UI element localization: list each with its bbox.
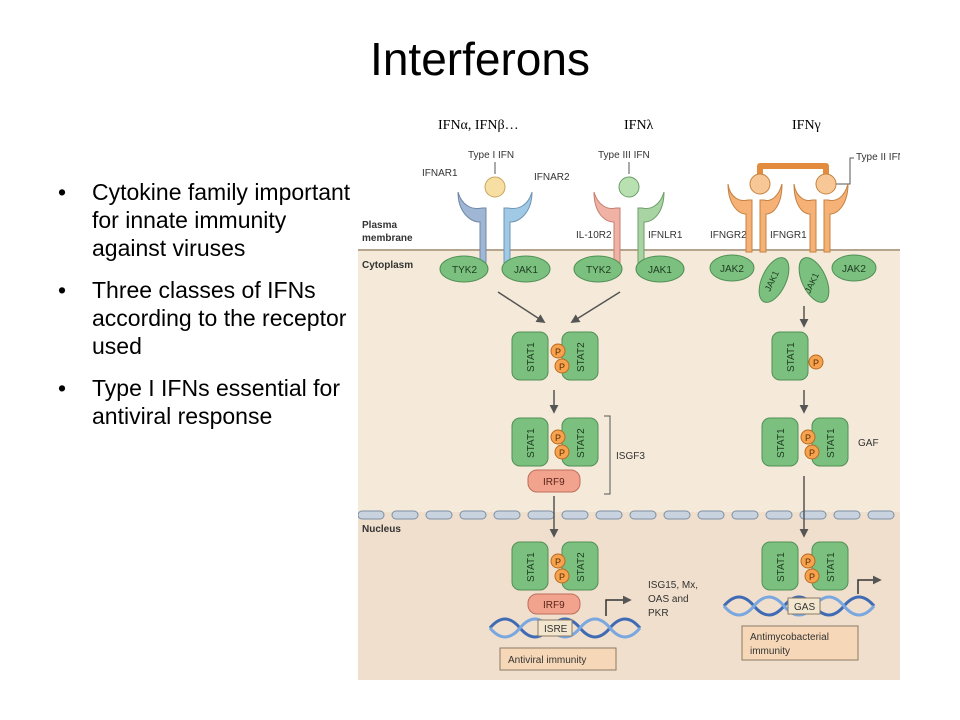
il10r2-label: IL-10R2	[576, 230, 612, 241]
target-genes-line-1: ISG15, Mx,	[648, 580, 698, 591]
type1-ifn-ligand	[484, 176, 506, 198]
antiviral-immunity-box	[499, 647, 617, 671]
target-genes-line-2: OAS and	[648, 594, 689, 605]
phospho-label: P	[559, 362, 565, 372]
nuclear-gaf	[761, 541, 849, 591]
phospho-label: P	[813, 358, 819, 368]
type2-ifn-label: Type II IFN	[856, 152, 900, 163]
phospho-label: P	[559, 572, 565, 582]
tyk2-kinase-type1	[439, 255, 489, 283]
phospho-label: P	[559, 448, 565, 458]
stat1-label: STAT1	[786, 342, 797, 372]
ifnar-receptor	[457, 176, 533, 269]
stat1-monomer	[771, 331, 809, 381]
ifn-alpha-beta-label: IFNα, IFNβ…	[438, 118, 519, 133]
gaf-label: GAF	[858, 438, 879, 449]
isre-label: ISRE	[544, 624, 568, 635]
jak2-kinase-left	[709, 254, 755, 282]
type3-ifn-ligand	[618, 176, 640, 198]
ifn-gamma-label: IFNγ	[792, 118, 821, 133]
ifngr-receptor-dimer	[727, 163, 849, 253]
phospho-label: P	[809, 448, 815, 458]
antimycobacterial-label-line-1: Antimycobacterial	[750, 632, 829, 643]
jak1-kinase-type3	[635, 255, 685, 283]
nuclear-isgf3	[511, 541, 599, 615]
stat1-stat2-heterodimer	[511, 331, 599, 381]
phospho-label: P	[809, 572, 815, 582]
stat1-label: STAT1	[526, 428, 537, 458]
transcription-arrow-gas	[857, 575, 882, 594]
jak2-label: JAK2	[842, 264, 866, 275]
cytoplasm-label: Cytoplasm	[362, 260, 413, 271]
arrow-type1-to-stat	[497, 291, 546, 323]
ifnlr1-label: IFNLR1	[648, 230, 683, 241]
phospho-label: P	[555, 433, 561, 443]
irf9-label: IRF9	[543, 477, 565, 488]
transcription-arrow-isre	[605, 595, 632, 616]
jak1-kinase-right-tilted	[798, 257, 830, 303]
nuclear-envelope	[358, 510, 895, 520]
bullet-list: Cytokine family important for innate imm…	[58, 178, 358, 444]
stat1-label: STAT1	[526, 342, 537, 372]
gas-element	[787, 597, 821, 615]
jak1-label: JAK1	[514, 265, 538, 276]
jak1-kinase-left-tilted	[758, 257, 790, 303]
phospho-label: P	[555, 557, 561, 567]
bullet-item: Three classes of IFNs according to the r…	[58, 276, 358, 360]
ifngr2-label: IFNGR2	[710, 230, 747, 241]
ifn-lambda-label: IFNλ	[624, 118, 654, 133]
tyk2-label: TYK2	[586, 265, 611, 276]
stat2-label: STAT2	[576, 342, 587, 372]
isgf3-label: ISGF3	[616, 451, 645, 462]
stat1-label: STAT1	[826, 428, 837, 458]
dna-helix-gas	[722, 595, 876, 617]
stat2-label: STAT2	[576, 552, 587, 582]
dna-helix-isre	[488, 617, 642, 639]
target-genes-line-3: PKR	[648, 608, 669, 619]
type3-ifn-label: Type III IFN	[598, 150, 650, 161]
phospho-label: P	[555, 347, 561, 357]
stat1-label: STAT1	[776, 552, 787, 582]
antiviral-immunity-label: Antiviral immunity	[508, 655, 586, 666]
tyk2-kinase-type3	[573, 255, 623, 283]
jak2-kinase-right	[831, 254, 877, 282]
bullet-item: Type I IFNs essential for antiviral resp…	[58, 374, 358, 430]
bullet-item: Cytokine family important for innate imm…	[58, 178, 358, 262]
ifnar1-label: IFNAR1	[422, 168, 458, 179]
gaf-complex	[761, 417, 849, 467]
nucleus-label: Nucleus	[362, 524, 401, 535]
stat1-label: STAT1	[826, 552, 837, 582]
antimycobacterial-immunity-box	[741, 625, 859, 661]
jak2-label: JAK2	[720, 264, 744, 275]
jak1-kinase-type1	[501, 255, 551, 283]
ifngr1-label: IFNGR1	[770, 230, 807, 241]
phospho-label: P	[805, 433, 811, 443]
antimycobacterial-label-line-2: immunity	[750, 646, 790, 657]
arrow-type3-to-stat	[570, 291, 621, 323]
stat2-label: STAT2	[576, 428, 587, 458]
jak1-label: JAK1	[648, 265, 672, 276]
isgf3-complex	[511, 415, 611, 495]
irf9-label: IRF9	[543, 600, 565, 611]
stat1-monomer-phospho	[808, 354, 824, 370]
stat1-label: STAT1	[526, 552, 537, 582]
isre-element	[537, 619, 573, 637]
phospho-label: P	[805, 557, 811, 567]
type1-ifn-label: Type I IFN	[468, 150, 514, 161]
stat1-label: STAT1	[776, 428, 787, 458]
slide-title: Interferons	[370, 33, 590, 85]
gas-label: GAS	[794, 602, 815, 613]
tyk2-label: TYK2	[452, 265, 477, 276]
ifnar2-label: IFNAR2	[534, 172, 570, 183]
